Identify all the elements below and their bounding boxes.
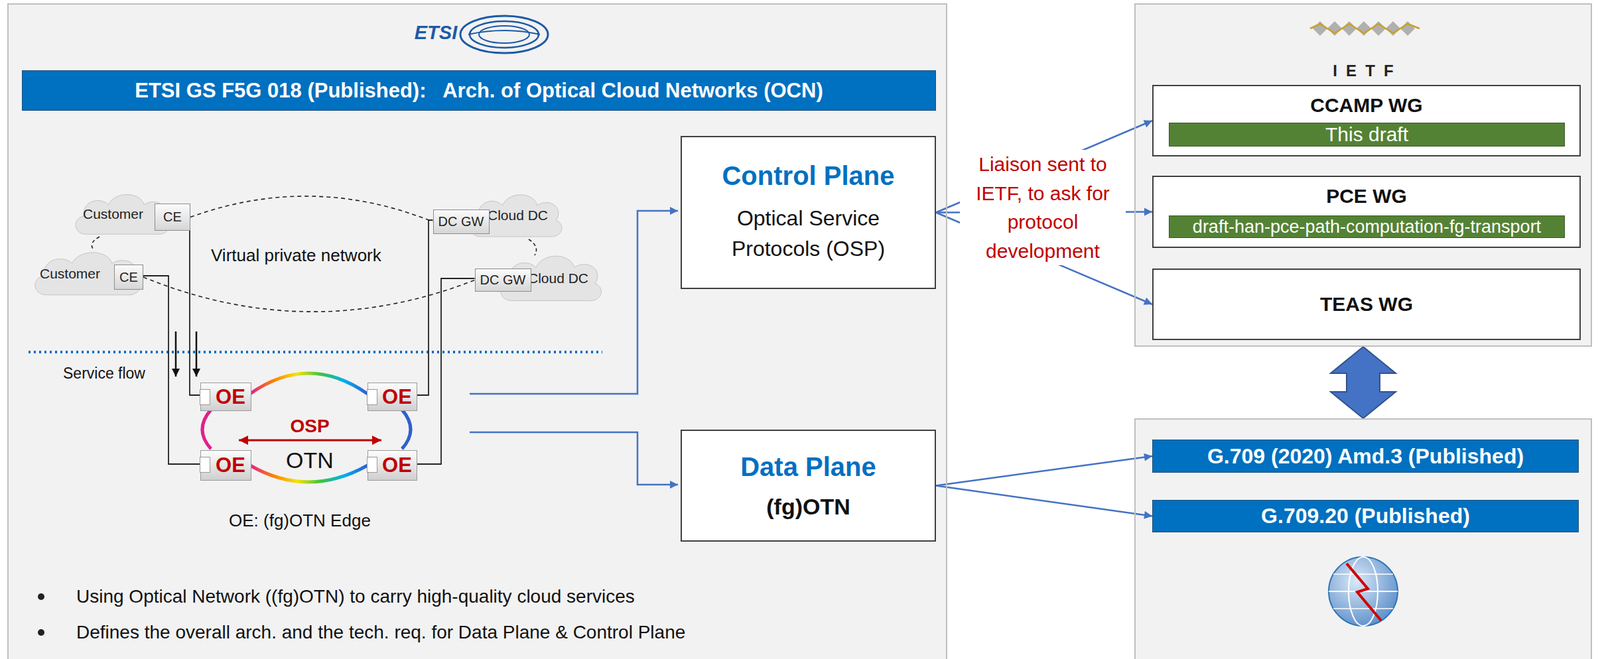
draft-band: This draft (1168, 122, 1565, 147)
node-title: Cloud DC (487, 207, 548, 224)
liaison-arrow (935, 486, 1153, 517)
node-title: draft-han-pce-path-computation-fg-transp… (1192, 216, 1541, 238)
vpn-arc (528, 239, 537, 256)
node-title: Customer (39, 266, 101, 282)
node-title: OE (215, 453, 246, 478)
flow-arrow (195, 331, 198, 377)
bullet (37, 593, 45, 601)
gateway-box: DC GW (474, 268, 532, 292)
node-title: This draft (1325, 123, 1409, 146)
access-link (417, 278, 475, 465)
node-title: CE (119, 269, 138, 286)
title-band: ETSI GS F5G 018 (Published): Arch. of Op… (21, 70, 936, 111)
node-title: Customer (82, 206, 144, 223)
ietf-panel: IETF CCAMP WG This draftPCE WG draft-han-pc… (1134, 3, 1593, 347)
etsi-panel: ETSI ETSI GS F5G 018 (Published): Arch. o… (7, 3, 948, 659)
itu-panel: G.709 (2020) Amd.3 (Published) G.709.20 (… (1134, 418, 1593, 659)
node-title: TEAS WG (1320, 293, 1413, 316)
plane-box: Control PlaneOptical Service Protocols (… (680, 135, 936, 290)
draft-band: draft-han-pce-path-computation-fg-transp… (1168, 215, 1565, 239)
otn-edge: OE (367, 450, 418, 481)
itu-logo (1328, 557, 1398, 627)
vpn-link (143, 277, 475, 312)
otn-edge: OE (367, 382, 418, 412)
node-body: Optical Service Protocols (OSP) (709, 202, 909, 265)
panel-ground (1134, 418, 1593, 659)
vpn-arc (91, 236, 100, 249)
osp-arrow (238, 439, 382, 442)
otn-edge: OE (200, 382, 252, 412)
standard-band: G.709.20 (Published) (1152, 500, 1579, 533)
plane-link (469, 210, 678, 395)
panel-ground (7, 3, 948, 659)
vpn-link (190, 196, 434, 223)
access-link (189, 216, 201, 396)
standard-band: G.709 (2020) Amd.3 (Published) (1152, 439, 1579, 473)
access-link (143, 275, 201, 465)
flow-arrow (175, 331, 178, 377)
panel-ground (1134, 3, 1593, 347)
node-title: G.709 (2020) Amd.3 (Published) (1207, 444, 1524, 469)
access-link (417, 220, 434, 396)
node-body: (fg)OTN (766, 494, 851, 521)
liaison-arrow (935, 456, 1153, 487)
node-title: DC GW (438, 214, 485, 230)
network-label: Virtual private network (210, 245, 382, 267)
customer-cloud: CustomerCE (70, 190, 173, 239)
boundary-line (28, 350, 603, 354)
node-title: OE (382, 453, 412, 478)
node-title: Control Plane (721, 161, 895, 192)
node-title: DC GW (480, 272, 527, 288)
network-label: OTN (276, 447, 343, 474)
node-title: OE (382, 385, 412, 410)
wg-box: CCAMP WG This draft (1152, 84, 1581, 157)
plane-box: Data Plane (fg)OTN (680, 429, 936, 542)
ietf-logo (1310, 21, 1420, 36)
liaison-note: Liaison sent to IETF, to ask for protoco… (959, 149, 1126, 266)
bullet-text: Using Optical Network ((fg)OTN) to carry… (76, 586, 635, 608)
ce-box: CE (114, 264, 144, 290)
node-title: Cloud DC (528, 270, 589, 287)
protocol-label: OSP (276, 415, 343, 438)
wg-box: PCE WG draft-han-pce-path-computation-fg-… (1152, 175, 1581, 249)
flow-label: Service flow (63, 364, 146, 383)
bullet (37, 629, 45, 637)
node-title: G.709.20 (Published) (1261, 504, 1470, 529)
etsi-logo (460, 15, 548, 54)
link-arrow (1330, 346, 1396, 419)
bullet-text: Defines the overall arch. and the tech. … (76, 622, 686, 644)
wg-box: TEAS WG (1152, 268, 1581, 341)
node-title: OE (215, 385, 246, 410)
node-title: ETSI GS F5G 018 (Published): Arch. of Op… (134, 78, 823, 103)
plane-link (469, 432, 678, 485)
node-title: Data Plane (740, 452, 877, 483)
node-title: CE (163, 209, 182, 225)
otn-edge: OE (200, 450, 252, 481)
logo-line (1310, 23, 1420, 34)
node-title: PCE WG (1326, 185, 1407, 208)
dc-cloud: Cloud DCDC GW (495, 251, 605, 306)
gateway-box: DC GW (433, 209, 490, 235)
customer-cloud: Customer CE (29, 248, 144, 300)
dc-cloud: Cloud DCDC GW (465, 190, 566, 241)
node-title: ETSI (414, 21, 458, 44)
legend-note: OE: (fg)OTN Edge (228, 510, 371, 532)
node-title: IETF (1324, 61, 1403, 81)
node-title: CCAMP WG (1310, 94, 1423, 117)
ce-box: CE (154, 203, 191, 231)
